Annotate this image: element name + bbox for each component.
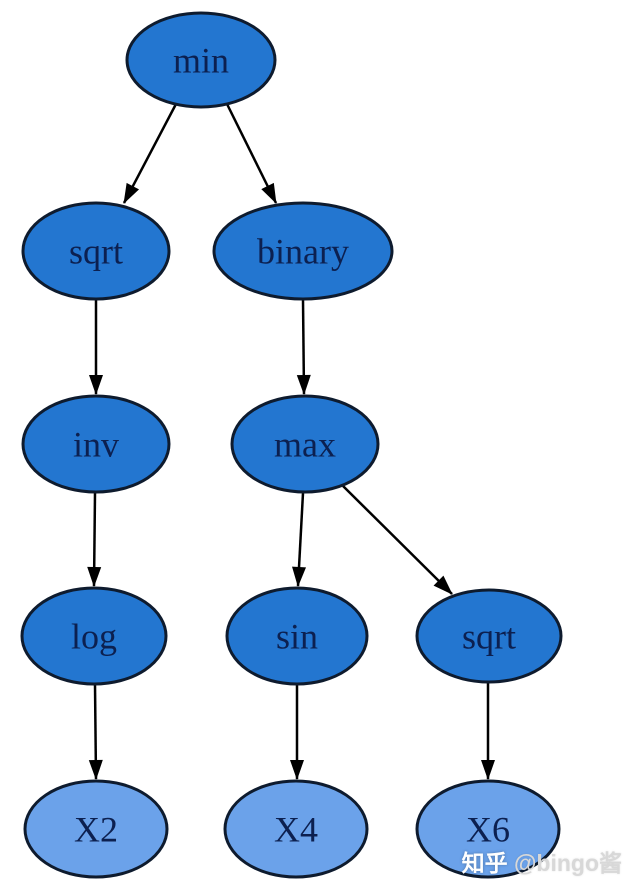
node-sqrt-1: sqrt: [21, 201, 171, 301]
node-sin-shape: [225, 586, 369, 686]
node-log-label: log: [71, 617, 117, 657]
node-inv-shape: [21, 394, 171, 494]
edge-min-sqrt-1: [122, 103, 178, 204]
node-sqrt-2: sqrt: [415, 588, 563, 684]
node-max: max: [230, 394, 380, 494]
edge-inv-log: [87, 492, 102, 587]
node-max-shape: [230, 394, 380, 494]
node-X6: X6: [415, 779, 561, 879]
node-inv-label: inv: [73, 425, 119, 465]
node-sqrt-2-shape: [415, 588, 563, 684]
node-X6-shape: [415, 779, 561, 879]
node-log: log: [20, 586, 168, 686]
node-sqrt-1-shape: [21, 201, 171, 301]
edge-binary-max: [296, 299, 311, 395]
node-X4-shape: [223, 779, 369, 879]
node-min-label: min: [173, 41, 229, 81]
node-X2: X2: [23, 779, 169, 879]
node-X4: X4: [223, 779, 369, 879]
edge-min-binary: [225, 103, 278, 204]
node-sin-label: sin: [276, 617, 318, 657]
node-max-label: max: [274, 425, 336, 465]
node-binary: binary: [212, 201, 394, 301]
node-sqrt-2-label: sqrt: [462, 617, 516, 657]
node-sqrt-1-label: sqrt: [69, 232, 123, 272]
edges: [87, 103, 495, 780]
node-inv: inv: [21, 394, 171, 494]
node-X6-label: X6: [466, 810, 510, 850]
node-X2-shape: [23, 779, 169, 879]
node-binary-shape: [212, 201, 394, 301]
node-binary-label: binary: [257, 232, 349, 272]
node-min-shape: [125, 11, 277, 109]
node-min: min: [125, 11, 277, 109]
node-sin: sin: [225, 586, 369, 686]
edge-max-sin: [292, 492, 307, 587]
node-X4-label: X4: [274, 810, 318, 850]
node-X2-label: X2: [74, 810, 118, 850]
node-log-shape: [20, 586, 168, 686]
edge-log-X2: [88, 684, 103, 780]
edge-max-sqrt-2: [342, 485, 453, 595]
